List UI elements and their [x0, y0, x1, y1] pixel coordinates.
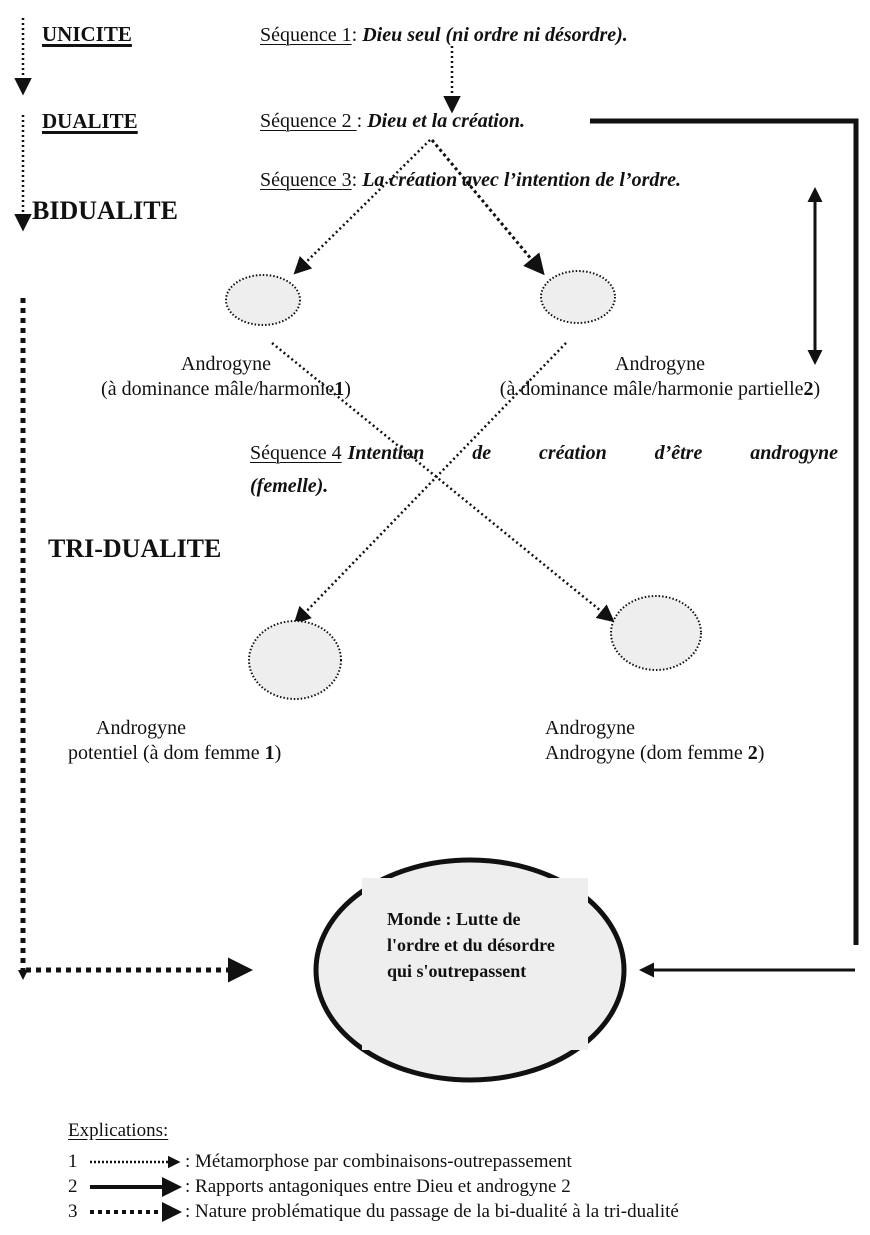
legend-item-3-num: 3 [68, 1201, 78, 1222]
node-bi-right [540, 270, 616, 324]
sequence-2-text: Dieu et la création. [367, 110, 525, 132]
label-bi-right: Androgyne (à dominance mâle/harmonie par… [455, 352, 865, 402]
level-bidualite: BIDUALITE [32, 196, 178, 225]
monde-textbox [362, 878, 588, 1050]
sequence-2: Séquence 2 : Dieu et la création. [260, 110, 525, 133]
sequence-3: Séquence 3: La création avec l’intention… [260, 169, 681, 192]
legend-item-3-text: : Nature problématique du passage de la … [185, 1201, 679, 1222]
node-bi-left [225, 274, 301, 326]
label-tri-right-line1: Androgyne [545, 717, 635, 739]
label-bi-left: Androgyne (à dominance mâle/harmonie1) [68, 352, 384, 402]
level-tridualite: TRI-DUALITE [48, 534, 222, 563]
label-tri-right-line2: Androgyne (dom femme 2) [545, 742, 765, 764]
label-tri-right: Androgyne Androgyne (dom femme 2) [545, 716, 845, 766]
dieu-androgyne-bracket [590, 118, 859, 945]
bi-left-to-tri-right-arrow [271, 342, 615, 623]
legend-item-1: 1 : Métamorphose par combinaisons-outrep… [68, 1151, 572, 1173]
sequence-3-sep: : [351, 169, 363, 191]
sequence-1-text: Dieu seul (ni ordre ni désordre). [362, 24, 628, 46]
sequence-4-label: Séquence 4 [250, 442, 342, 464]
label-tri-left-line1: Androgyne [96, 717, 186, 739]
legend-item-3: 3 : Nature problématique du passage de l… [68, 1201, 679, 1223]
monde-label: Monde : Lutte de l'ordre et du désordre … [387, 909, 555, 981]
creation-to-bi-left-arrow [293, 139, 431, 275]
level-dualite: DUALITE [42, 109, 138, 133]
sequence-3-label: Séquence 3 [260, 169, 352, 191]
sequence-3-text: La création avec l’intention de l’ordre. [362, 169, 682, 191]
label-tri-left-line2: potentiel (à dom femme 1) [68, 742, 282, 764]
legend-item-2: 2 : Rapports antagoniques entre Dieu et … [68, 1176, 571, 1198]
legend-item-1-num: 1 [68, 1151, 78, 1172]
sequence-2-sep: : [356, 110, 368, 132]
level-unicite: UNICITE [42, 22, 132, 46]
sequence-2-label: Séquence 2 [260, 110, 357, 132]
label-bi-right-line1: Androgyne [615, 353, 705, 375]
legend-item-1-text: : Métamorphose par combinaisons-outrepas… [185, 1151, 572, 1172]
legend-item-2-num: 2 [68, 1176, 78, 1197]
sequence-1-sep: : [351, 24, 363, 46]
legend-item-2-text: : Rapports antagoniques entre Dieu et an… [185, 1176, 571, 1197]
sequence-4: Séquence 4 Intention de création d’être … [250, 437, 838, 503]
label-tri-left: Androgyne potentiel (à dom femme 1) [68, 716, 348, 766]
sequence-4-text-continued: (femelle). [250, 475, 329, 497]
sequence-1: Séquence 1: Dieu seul (ni ordre ni désor… [260, 24, 628, 47]
sequence-4-text: Intention de création d’être androgyne [347, 442, 838, 464]
label-bi-right-line2: (à dominance mâle/harmonie partielle2) [499, 378, 821, 400]
legend-title-text: Explications: [68, 1120, 169, 1141]
label-bi-left-line2: (à dominance mâle/harmonie1) [101, 378, 351, 400]
creation-to-bi-right-arrow [430, 139, 545, 276]
label-bi-left-line1: Androgyne [181, 353, 271, 375]
heavy-dotted-corner-tick [18, 970, 28, 980]
legend-title: Explications: [68, 1120, 168, 1142]
node-tri-left [248, 620, 342, 700]
sequence-1-label: Séquence 1 [260, 24, 352, 46]
node-tri-right [610, 595, 702, 671]
